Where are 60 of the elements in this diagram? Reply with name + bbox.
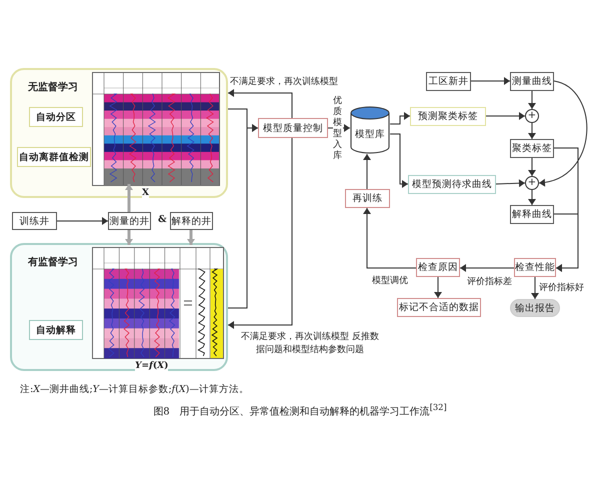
process-box: 检查性能	[514, 258, 556, 277]
well-log-drawing	[92, 72, 220, 186]
arrow	[187, 230, 195, 245]
process-box: 检查原因	[416, 258, 460, 277]
process-box: 工区新井	[426, 72, 471, 91]
arrow	[538, 80, 588, 186]
arrow	[363, 208, 416, 268]
process-box: 标记不合适的数据	[397, 298, 481, 317]
arrow	[528, 190, 536, 206]
arrow	[390, 134, 408, 188]
arrow	[228, 89, 292, 118]
learning-panel	[10, 243, 228, 371]
edge-label: 评价指标差	[467, 277, 512, 288]
learning-panel	[10, 68, 228, 198]
edge-label: 优质模型入库	[333, 96, 343, 162]
process-box: 解释的井	[170, 212, 213, 230]
arrow	[125, 184, 133, 212]
arrow	[496, 179, 526, 188]
arrow	[228, 138, 292, 329]
process-box: 模型质量控制	[258, 118, 328, 138]
arrow	[56, 217, 108, 225]
arrow	[486, 112, 526, 120]
arrow	[460, 264, 514, 272]
arrow	[434, 276, 442, 298]
edge-label: 评价指标好	[539, 283, 584, 294]
database-cylinder: 模型库	[350, 106, 390, 154]
plot-caption: Y=f(X)	[135, 361, 168, 372]
sum-circle: +	[525, 176, 539, 190]
task-box: 自动离群值检测	[17, 147, 91, 167]
panel-heading: 无监督学习	[28, 80, 78, 94]
process-box: 测量的井	[108, 212, 151, 230]
task-box: 自动解释	[29, 320, 83, 340]
output-terminal: 输出报告	[510, 299, 560, 317]
edge-label: 不满足要求，再次训练模型	[230, 77, 338, 88]
arrow	[554, 214, 578, 272]
process-box: 预测聚类标签	[410, 107, 486, 126]
arrow	[531, 276, 539, 300]
arrow	[528, 122, 536, 140]
arrow	[390, 112, 410, 124]
arrow	[528, 158, 536, 176]
edge-label: 模型调优	[372, 276, 408, 287]
process-box: 模型预测待求曲线	[408, 175, 496, 194]
panel-heading: 有监督学习	[28, 256, 78, 269]
process-box: 训练井	[12, 212, 57, 230]
arrow	[363, 154, 371, 190]
arrow	[228, 124, 258, 308]
connector-symbol: &	[158, 214, 167, 225]
arrow	[125, 230, 133, 245]
plot-caption: X	[142, 188, 149, 199]
process-box: 测量曲线	[510, 72, 554, 91]
process-box: 聚类标签	[510, 139, 554, 158]
arrow	[528, 90, 536, 110]
well-log-drawing	[92, 247, 224, 359]
process-box: 再训练	[345, 189, 390, 208]
figure-caption: 图8 用于自动分区、异常值检测和自动解释的机器学习工作流$^{[32]}$	[152, 402, 448, 418]
task-box: 自动分区	[29, 107, 83, 127]
arrow	[470, 77, 510, 85]
process-box: 解释曲线	[510, 205, 554, 224]
sum-circle: +	[525, 109, 539, 123]
arrow	[328, 124, 350, 132]
